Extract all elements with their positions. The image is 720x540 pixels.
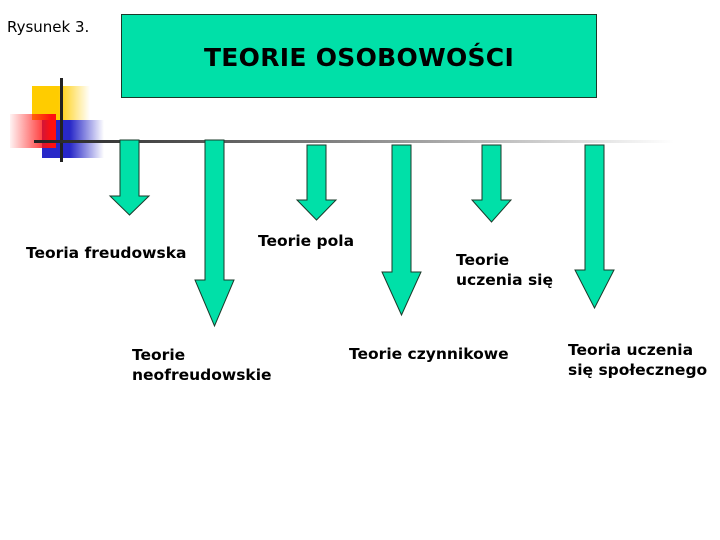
label-teoria-uczenia-spolecznego: Teoria uczenia się społecznego [568,340,707,380]
arrow-icon-freudowska [108,139,151,216]
label-teorie-czynnikowe: Teorie czynnikowe [349,344,509,364]
arrow-icon-uczenia [470,144,513,223]
label-line: neofreudowskie [132,366,272,384]
label-line: się społecznego [568,361,708,379]
label-teoria-freudowska: Teoria freudowska [26,243,186,263]
diagram-title: TEORIE OSOBOWOŚCI [203,43,515,72]
label-line: Teorie [132,346,186,364]
label-line: Teorie pola [258,232,355,250]
label-line: Teoria uczenia [568,341,694,359]
label-teorie-pola: Teorie pola [258,231,354,251]
arrow-icon-czynnikowe [381,144,422,317]
arrow-icon-spolecznego [574,144,615,310]
label-teorie-uczenia-sie: Teorie uczenia się [456,250,553,290]
arrow-icon-neofreudowskie [194,139,235,328]
label-teorie-neofreudowskie: Teorie neofreudowskie [132,345,272,385]
title-box: TEORIE OSOBOWOŚCI [121,14,597,98]
decorative-squares-icon [10,78,104,162]
label-line: Teoria freudowska [26,244,187,262]
label-line: uczenia się [456,271,554,289]
label-line: Teorie [456,251,510,269]
arrow-icon-pola [295,144,338,221]
label-line: Teorie czynnikowe [349,345,509,363]
horizontal-divider-line [34,140,674,143]
figure-label: Rysunek 3. [7,18,90,36]
